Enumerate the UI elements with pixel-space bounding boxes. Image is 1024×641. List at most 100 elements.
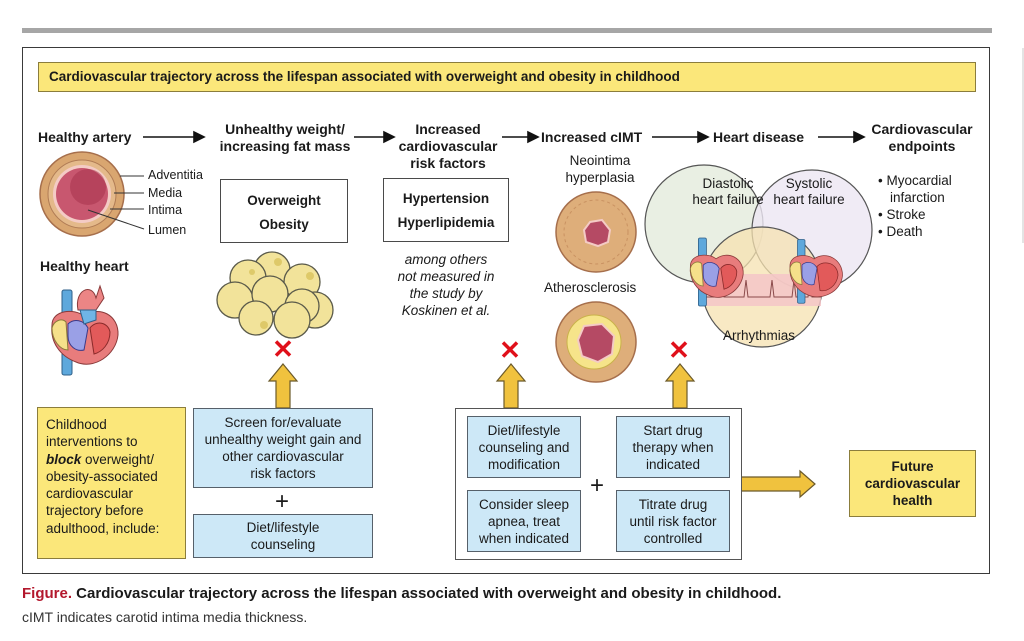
box-line: counseling — [250, 537, 316, 552]
note-line: the study by — [409, 286, 483, 301]
block-mark-icon: ✕ — [499, 335, 521, 365]
heart-disease-venn — [644, 164, 873, 348]
intro-line: adulthood, include: — [46, 520, 160, 536]
titrate-drug-box: Titrate drug until risk factor controlle… — [616, 490, 730, 552]
intro-text: overweight/ — [81, 451, 155, 467]
box-line: until risk factor — [629, 513, 717, 529]
arrhythmias-label: Arrhythmias — [723, 328, 796, 343]
stage-line: Increased — [415, 121, 481, 137]
interventions-intro-box: Childhood interventions to block overwei… — [37, 407, 186, 559]
box-line: cardiovascular — [864, 476, 961, 491]
note-line: among others — [404, 252, 488, 267]
fat-cells-illustration — [216, 251, 334, 339]
stage-risk-factors: Increased cardiovascular risk factors — [388, 121, 508, 172]
box-line: Diet/lifestyle — [487, 422, 561, 438]
lumen-shade — [70, 169, 106, 205]
note-line: Koskinen et al. — [401, 303, 491, 318]
endpoint-text: Death — [886, 224, 923, 239]
label-line: heart failure — [773, 192, 845, 207]
systolic-hf-label: Systolic heart failure — [768, 176, 850, 208]
heart-icon — [689, 237, 744, 307]
box-line: indicated — [645, 456, 701, 472]
endpoint-item-cont: infarction — [890, 190, 945, 205]
label-line: Neointima — [569, 153, 631, 168]
leader-line — [87, 209, 145, 230]
box-line: Screen for/evaluate — [224, 415, 342, 430]
atherosclerosis-artery-illustration — [555, 301, 637, 383]
stage-increased-cimt: Increased cIMT — [541, 129, 643, 145]
intro-line: block overweight/ — [46, 451, 177, 468]
label-lumen: Lumen — [148, 223, 187, 237]
endpoint-text: Myocardial — [886, 173, 952, 188]
stage-healthy-artery: Healthy artery — [38, 129, 132, 145]
risk-hypertension: Hypertension — [402, 191, 490, 206]
narrowed-lumen — [582, 218, 612, 248]
up-arrow-screen — [267, 363, 299, 409]
risk-factors-note: among others not measured in the study b… — [383, 251, 509, 319]
plus-sign: + — [590, 472, 605, 499]
label-line: heart failure — [692, 192, 764, 207]
endpoint-item: • Myocardial — [878, 173, 952, 188]
healthy-heart-illustration — [51, 284, 119, 376]
diet-counseling-box: Diet/lifestyle counseling — [193, 514, 373, 558]
arrowhead-1 — [193, 130, 206, 144]
heart-icon — [789, 239, 843, 304]
top-rule — [22, 28, 992, 33]
stage-unhealthy-weight: Unhealthy weight/ increasing fat mass — [210, 121, 360, 155]
neointima-artery-illustration — [555, 191, 637, 273]
stage-cv-endpoints: Cardiovascular endpoints — [862, 121, 982, 155]
block-mark-icon: ✕ — [668, 335, 690, 365]
label-line: Systolic — [785, 176, 833, 191]
healthy-artery-illustration — [39, 151, 145, 237]
neointima-label: Neointima hyperplasia — [550, 152, 650, 186]
box-line: therapy when — [632, 439, 714, 455]
stage-line: endpoints — [888, 138, 956, 154]
box-line: apnea, treat — [487, 513, 561, 529]
figure-frame — [22, 47, 990, 574]
stage-heart-disease: Heart disease — [713, 129, 805, 145]
figure-label: Figure. — [22, 585, 73, 602]
box-line: modification — [487, 456, 561, 472]
box-line: counseling and — [478, 439, 570, 455]
box-line: other cardiovascular — [222, 449, 344, 464]
lumen — [576, 322, 616, 364]
endpoint-item: • Stroke — [878, 207, 926, 222]
figure-caption: Figure. Cardiovascular trajectory across… — [22, 585, 781, 602]
screen-evaluate-box: Screen for/evaluate unhealthy weight gai… — [193, 408, 373, 488]
label-intima: Intima — [148, 203, 183, 217]
adipocyte-cluster — [216, 251, 334, 339]
up-arrow-drug — [664, 363, 696, 409]
box-line: when indicated — [478, 530, 570, 546]
box-line: controlled — [643, 530, 703, 546]
up-arrow-diet — [495, 363, 527, 409]
intro-line: obesity-associated — [46, 468, 158, 484]
atherosclerosis-label: Atherosclerosis — [544, 280, 637, 295]
plus-sign: + — [275, 488, 290, 515]
diastolic-hf-label: Diastolic heart failure — [680, 176, 776, 208]
stage-line: Unhealthy weight/ — [225, 121, 345, 137]
intro-line: trajectory before — [46, 503, 144, 519]
sleep-apnea-box: Consider sleep apnea, treat when indicat… — [467, 490, 581, 552]
stage-line: cardiovascular — [398, 138, 498, 154]
stage-line: increasing fat mass — [219, 138, 351, 154]
weight-overweight: Overweight — [247, 193, 321, 208]
heart-icon — [51, 284, 119, 376]
stage-line: risk factors — [410, 155, 486, 171]
block-mark-icon: ✕ — [272, 334, 294, 364]
weight-obesity: Obesity — [259, 217, 309, 232]
box-line: risk factors — [250, 466, 316, 481]
box-line: Consider sleep — [478, 496, 570, 512]
box-line: Titrate drug — [638, 496, 708, 512]
arrowhead-5 — [853, 130, 866, 144]
block-emphasis: block — [46, 451, 82, 467]
box-line: health — [892, 493, 933, 508]
arrowhead-3 — [527, 130, 540, 144]
endpoints-list: • Myocardial infarction • Stroke • Death — [878, 172, 952, 240]
diagram-title: Cardiovascular trajectory across the lif… — [38, 62, 976, 92]
start-drug-box: Start drug therapy when indicated — [616, 416, 730, 478]
arrowhead-2 — [383, 130, 396, 144]
caption-title: Cardiovascular trajectory across the lif… — [72, 585, 782, 602]
box-line: unhealthy weight gain and — [204, 432, 362, 447]
intro-line: Childhood — [46, 417, 107, 432]
